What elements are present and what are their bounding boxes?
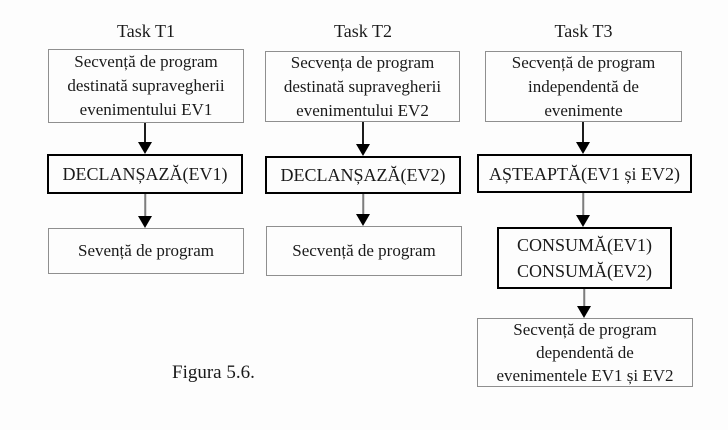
task-t2-title: Task T2 (334, 21, 392, 41)
task-t1-title: Task T1 (117, 21, 175, 41)
task-t1-sequence-box: Sevență de program (48, 228, 244, 274)
arrow-head (577, 306, 591, 318)
arrow-down-icon (138, 194, 152, 228)
task-t1-trigger-box: DECLANȘAZĂ(EV1) (47, 154, 243, 194)
arrow-shaft (144, 194, 146, 219)
arrow-head (576, 142, 590, 154)
box-text-line: CONSUMĂ(EV1) (517, 235, 652, 255)
box-text-line: dependentă de (536, 343, 634, 362)
task-t3-consume-box: CONSUMĂ(EV1) CONSUMĂ(EV2) (497, 227, 672, 289)
task-t3-dependent-box: Secvență de program dependentă de evenim… (477, 318, 693, 387)
arrow-shaft (582, 193, 584, 218)
box-text-line: evenimentului EV2 (296, 100, 429, 120)
arrow-head (356, 214, 370, 226)
arrow-down-icon (356, 194, 370, 226)
box-text-line: AȘTEAPTĂ(EV1 și EV2) (489, 163, 680, 184)
arrow-down-icon (576, 193, 590, 227)
task-t2-monitor-box: Secvența de program destinată supraveghe… (265, 51, 460, 122)
task-t3-independent-box: Secvență de program independentă de even… (485, 51, 682, 122)
task-t3-title: Task T3 (554, 21, 613, 41)
box-text-line: evenimentele EV1 și EV2 (496, 366, 674, 385)
arrow-shaft (362, 122, 364, 147)
arrow-down-icon (138, 123, 152, 154)
box-text-line: destinată supravegherii (67, 76, 225, 95)
arrow-shaft (362, 194, 364, 217)
figure-caption: Figura 5.6. (172, 362, 255, 383)
box-text-line: Sevență de program (78, 241, 214, 260)
task-t2-trigger-box: DECLANȘAZĂ(EV2) (265, 156, 461, 194)
arrow-head (356, 144, 370, 156)
arrow-head (576, 215, 590, 227)
box-text-line: DECLANȘAZĂ(EV1) (62, 164, 228, 184)
task-t2-sequence-box: Secvență de program (266, 226, 462, 276)
task-t1-monitor-box: Secvență de program destinată supraveghe… (48, 49, 244, 123)
box-text-line: evenimentului EV1 (79, 100, 213, 119)
arrow-head (138, 142, 152, 154)
arrow-down-icon (577, 289, 591, 318)
box-text-line: Secvență de program (513, 320, 657, 339)
box-text-line: Secvență de program (511, 52, 656, 72)
box-text-line: independentă de (528, 76, 639, 96)
arrow-head (138, 216, 152, 228)
task-t3-wait-box: AȘTEAPTĂ(EV1 și EV2) (477, 154, 692, 193)
arrow-down-icon (576, 122, 590, 154)
box-text-line: DECLANȘAZĂ(EV2) (280, 165, 446, 185)
box-text-line: evenimente (544, 100, 623, 120)
box-text-line: Secvența de program (290, 52, 435, 72)
box-text-line: destinată supravegherii (283, 76, 442, 96)
arrow-shaft (583, 289, 585, 309)
box-text-line: Secvență de program (74, 52, 218, 71)
arrow-down-icon (356, 122, 370, 156)
box-text-line: CONSUMĂ(EV2) (517, 261, 652, 281)
arrow-shaft (144, 123, 146, 145)
arrow-shaft (582, 122, 584, 145)
box-text-line: Secvență de program (292, 241, 436, 260)
